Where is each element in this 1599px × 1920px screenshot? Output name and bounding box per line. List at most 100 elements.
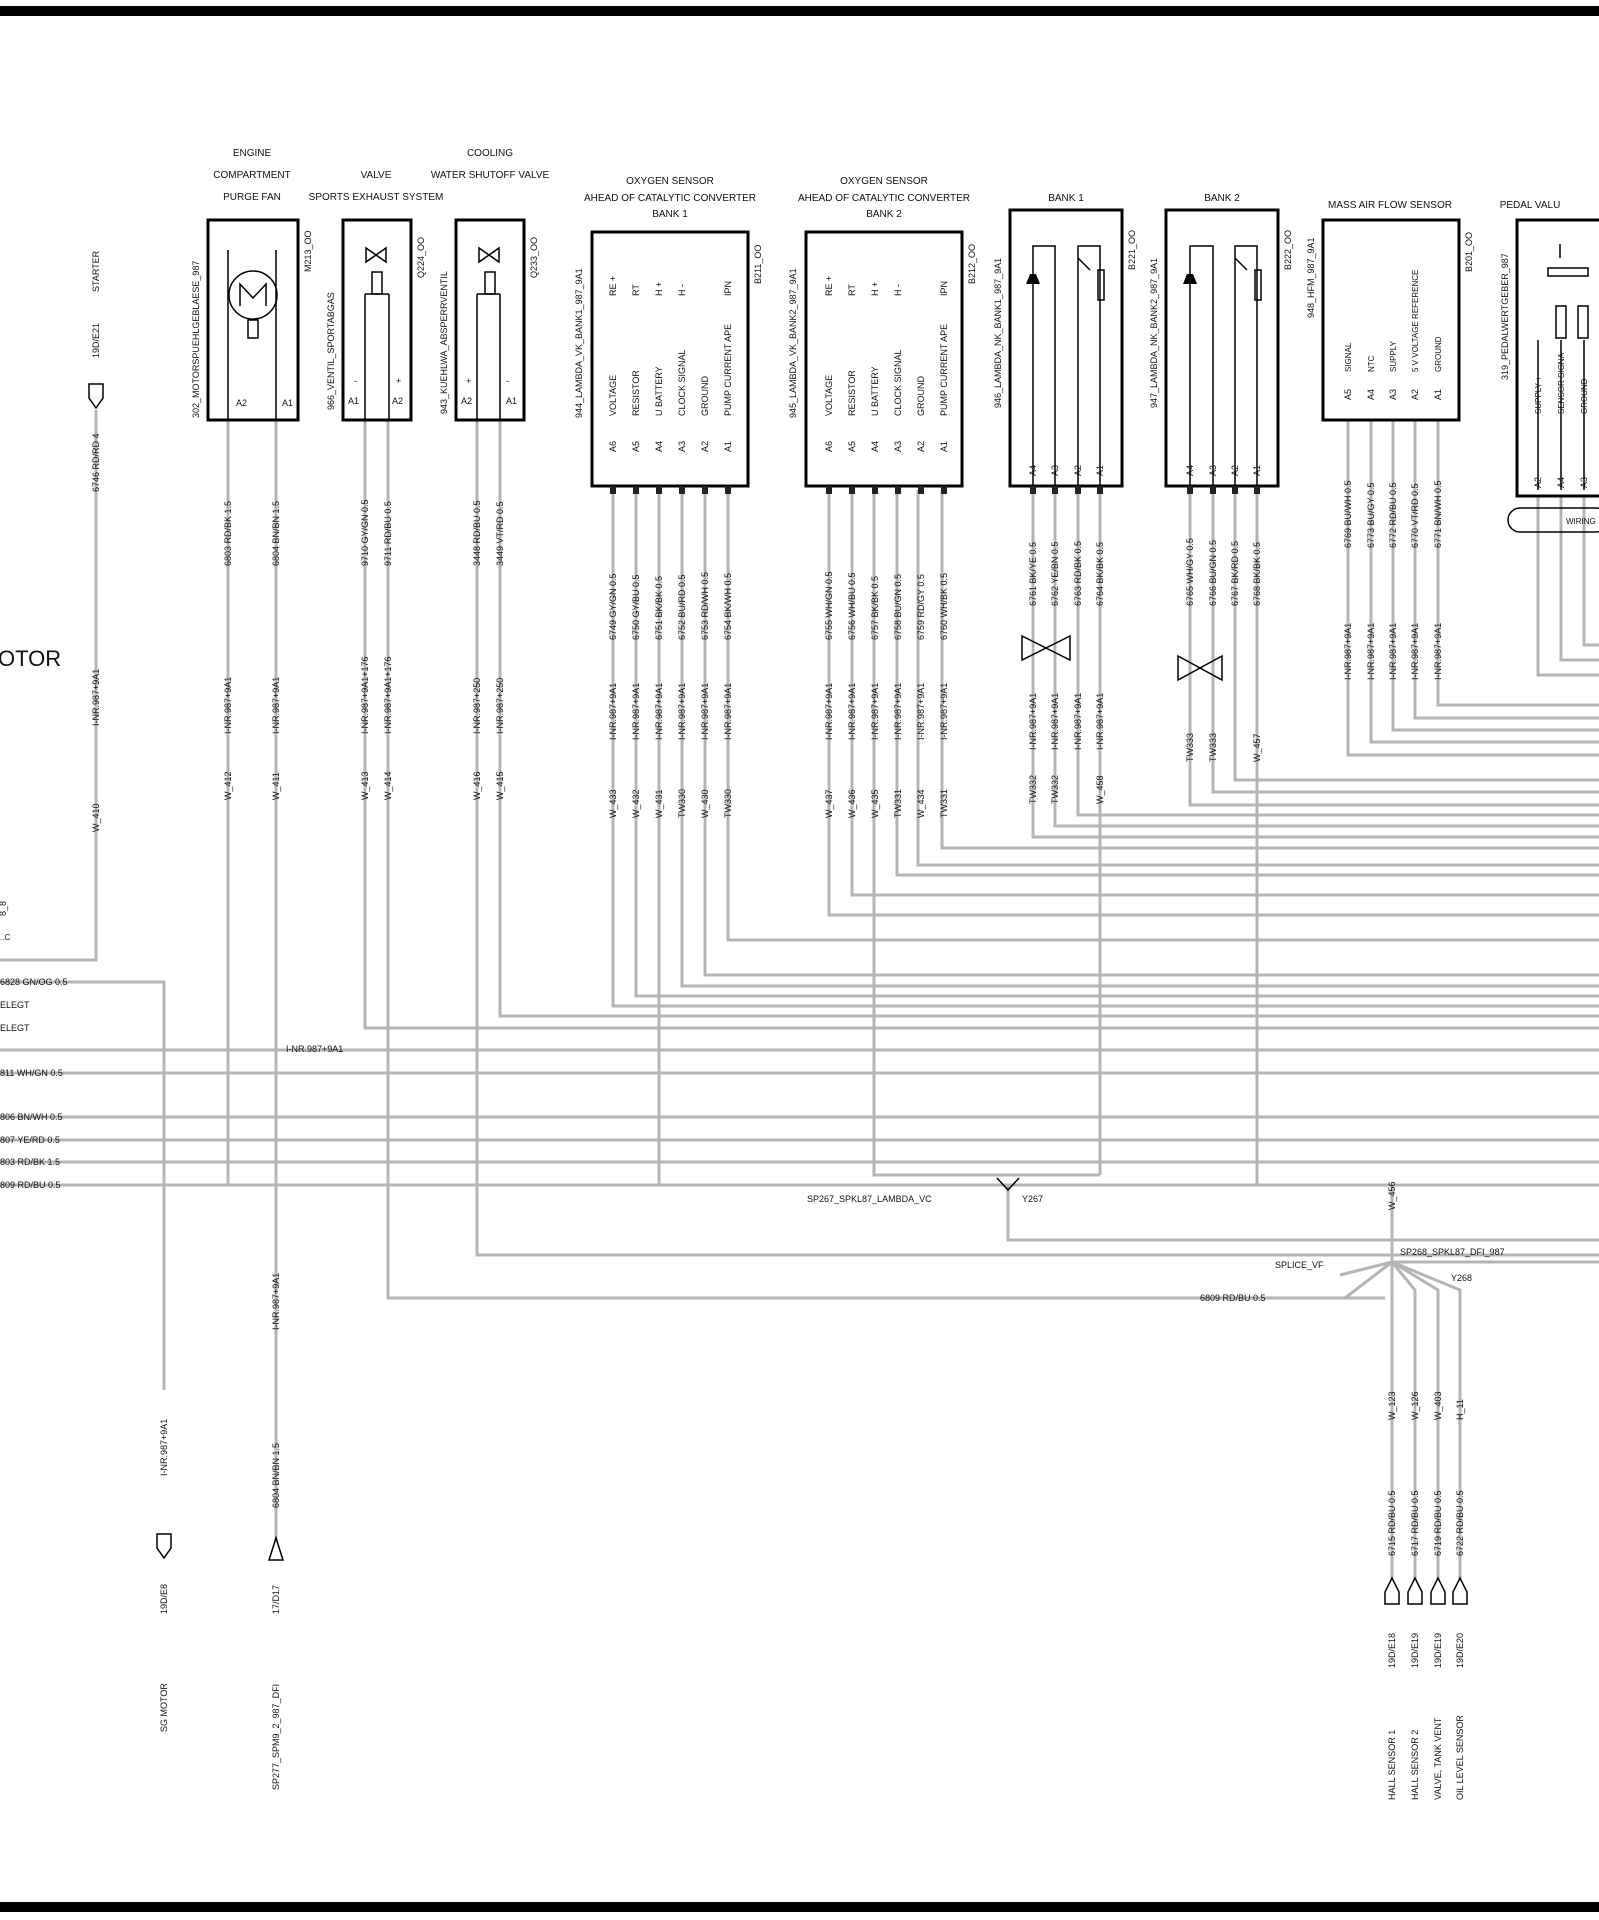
pin-id: A4 bbox=[1185, 465, 1195, 476]
sp277-inr: I-NR.987+9A1 bbox=[271, 1273, 281, 1330]
pin-id: A2 bbox=[1230, 465, 1240, 476]
water-valve-inr-1: I-NR.987+250 bbox=[472, 678, 482, 734]
exhaust-valve-pin-a1: A1 bbox=[348, 396, 359, 406]
component-water-valve: COOLING WATER SHUTOFF VALVE 943_KUEHLWA_… bbox=[431, 148, 550, 800]
purge-fan-pin-a2: A2 bbox=[236, 398, 247, 408]
hall-ref: 19D/E19 bbox=[1410, 1633, 1420, 1668]
w-label: W_436 bbox=[847, 789, 857, 818]
hall-name: VALVE, TANK VENT bbox=[1433, 1717, 1443, 1800]
pin-label: CLOCK SIGNAL bbox=[893, 349, 903, 416]
w-label: W_432 bbox=[631, 789, 641, 818]
pin-label: GROUND bbox=[1434, 336, 1443, 372]
pin-signal: RE + bbox=[824, 276, 834, 296]
hall-wire: 6717 RD/BU 0.5 bbox=[1410, 1490, 1420, 1556]
inr-label: I-NR.987+9A1 bbox=[723, 683, 733, 740]
inr-label: I-NR.987+9A1 bbox=[631, 683, 641, 740]
pin-id: A1 bbox=[1433, 389, 1443, 400]
water-valve-inr-2: I-NR.987+250 bbox=[495, 678, 505, 734]
exhaust-valve-sign-minus: - bbox=[354, 376, 357, 386]
wire-label: 6761 BK/YE 0.5 bbox=[1028, 542, 1038, 606]
inr-label: I-NR.987+9A1 bbox=[1095, 693, 1105, 750]
pin-label: 5 V VOLTAGE REFERENCE bbox=[1411, 270, 1420, 372]
sp268-w: W_456 bbox=[1387, 1181, 1397, 1210]
w-label: W_431 bbox=[654, 789, 664, 818]
w-label: TW330 bbox=[677, 789, 687, 818]
valve-icon bbox=[365, 246, 387, 264]
starter-connector-icon bbox=[88, 383, 104, 410]
pin-signal: H - bbox=[893, 284, 903, 296]
pin-terminal bbox=[1232, 486, 1238, 494]
w-label: W_458 bbox=[1095, 775, 1105, 804]
wiring-bracket bbox=[1507, 507, 1599, 533]
pin-terminal bbox=[1254, 486, 1260, 494]
exhaust-valve-sign-plus: + bbox=[396, 376, 401, 386]
sp268-wire: 6809 RD/BU 0.5 bbox=[1200, 1293, 1266, 1303]
pin-id: A1 bbox=[1095, 465, 1105, 476]
exhaust-valve-title-1: VALVE bbox=[361, 170, 392, 181]
pin-signal: H + bbox=[870, 282, 880, 296]
water-valve-sign-minus: - bbox=[506, 376, 509, 386]
wire-label: 6756 WH/BU 0.5 bbox=[847, 572, 857, 640]
pin-signal: RT bbox=[847, 284, 857, 296]
wire-label: 6773 BU/GY 0.5 bbox=[1366, 483, 1376, 548]
pin-label: U BATTERY bbox=[654, 366, 664, 416]
bottom-border bbox=[0, 1902, 1599, 1912]
o2-bank2-title-1: OXYGEN SENSOR bbox=[840, 176, 928, 187]
pin-signal: RT bbox=[631, 284, 641, 296]
purge-fan-w-1: W_412 bbox=[223, 771, 233, 800]
sg-motor-ref: 19D/E8 bbox=[159, 1584, 169, 1614]
exhaust-valve-box bbox=[341, 218, 413, 422]
hall-w: W_123 bbox=[1387, 1391, 1397, 1420]
maf-name: 948_HFM_987_9A1 bbox=[1306, 237, 1316, 318]
o2-bank1-box bbox=[590, 230, 750, 488]
exhaust-valve-name: 966_VENTIL_SPORTABGAS bbox=[326, 292, 336, 410]
sg-motor-inr: I-NR.987+9A1 bbox=[159, 1419, 169, 1476]
wire-label: 6754 BK/WH 0.5 bbox=[723, 573, 733, 640]
wire-label: 6765 WH/GY 0.5 bbox=[1185, 538, 1195, 606]
purge-fan-inr-2: I-NR.987+9A1 bbox=[271, 677, 281, 734]
pin-terminal bbox=[633, 486, 639, 494]
pin-terminal bbox=[679, 486, 685, 494]
pin-label: GROUND bbox=[700, 376, 710, 416]
maf-code: B201_OO bbox=[1464, 232, 1474, 272]
purge-fan-wire-2: 6804 BN/BN 1.5 bbox=[271, 501, 281, 566]
water-valve-pin-a2: A2 bbox=[461, 396, 472, 406]
left-wire-8: 809 RD/BU 0.5 bbox=[0, 1180, 61, 1190]
w-label: TW332 bbox=[1050, 775, 1060, 804]
pin-label: GROUND bbox=[916, 376, 926, 416]
component-o2-bank2: OXYGEN SENSOR AHEAD OF CATALYTIC CONVERT… bbox=[788, 176, 977, 818]
twisted-pair-icon bbox=[1021, 634, 1071, 662]
pin-id: A3 bbox=[1050, 465, 1060, 476]
hall-ref: 19D/E20 bbox=[1455, 1633, 1465, 1668]
hall-w: W_403 bbox=[1433, 1391, 1443, 1420]
splice-vf-label: SPLICE_VF bbox=[1275, 1260, 1324, 1270]
sp268-y: Y268 bbox=[1451, 1273, 1472, 1283]
wire-label: 6770 VT/RD 0.5 bbox=[1410, 483, 1420, 548]
inr-label: I-NR.987+9A1 bbox=[1073, 693, 1083, 750]
pin-terminal bbox=[1075, 486, 1081, 494]
starter-ref: 19D/E21 bbox=[91, 323, 101, 358]
wire-label: 6768 BK/BK 0.5 bbox=[1252, 542, 1262, 606]
water-valve-w-1: W_416 bbox=[472, 771, 482, 800]
wire-label: 6750 GY/BU 0.5 bbox=[631, 574, 641, 640]
heater-element-icon bbox=[1234, 257, 1262, 301]
inr-label: I-NR.987+9A1 bbox=[916, 683, 926, 740]
pin-id: A4 bbox=[870, 441, 880, 452]
component-maf: MASS AIR FLOW SENSOR 948_HFM_987_9A1 B20… bbox=[1306, 200, 1474, 680]
w-label: W_433 bbox=[608, 789, 618, 818]
o2-bank2-code: B212_OO bbox=[967, 244, 977, 284]
exhaust-valve-wire-2: 9711 RD/BU 0.5 bbox=[383, 501, 393, 566]
splice-y267-marker bbox=[996, 1177, 1020, 1192]
pin-signal: IPN bbox=[939, 281, 949, 296]
hall-wire: 6715 RD/BU 0.5 bbox=[1387, 1490, 1397, 1556]
pin-terminal bbox=[895, 486, 901, 494]
pin-id: A4 bbox=[1556, 477, 1566, 488]
pin-signal: IPN bbox=[723, 281, 733, 296]
pin-id: A4 bbox=[1028, 465, 1038, 476]
left-wire-4: 811 WH/GN 0.5 bbox=[0, 1068, 63, 1078]
pin-signal: RE + bbox=[608, 276, 618, 296]
pin-id: A3 bbox=[1208, 465, 1218, 476]
pin-id: A5 bbox=[847, 441, 857, 452]
inr-label: I-NR.987+9A1 bbox=[939, 683, 949, 740]
